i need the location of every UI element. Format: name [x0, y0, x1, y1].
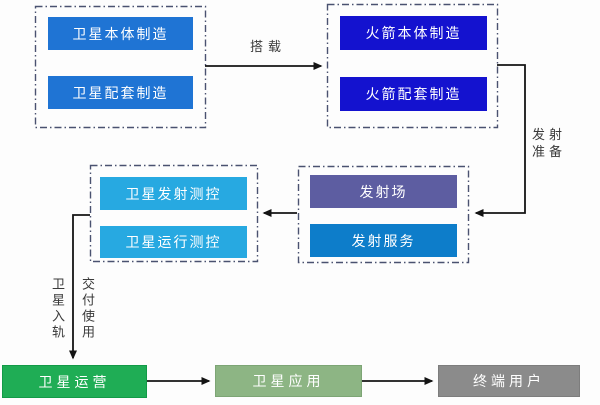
edge-label-orbit-insertion: 卫星入轨 — [50, 277, 65, 341]
launch-prep-arrow — [474, 64, 526, 217]
node-satellite-support-manufacturing: 卫星配套制造 — [48, 76, 193, 109]
node-end-user: 终端用户 — [438, 365, 580, 397]
node-launch-site: 发射场 — [310, 175, 457, 208]
node-rocket-body-manufacturing: 火箭本体制造 — [340, 16, 487, 50]
edge-label-delivery: 交付使用 — [80, 277, 95, 341]
node-satellite-launch-ttc: 卫星发射测控 — [100, 177, 247, 210]
launch-group-border — [297, 165, 470, 264]
node-satellite-body-manufacturing: 卫星本体制造 — [48, 17, 193, 50]
node-satellite-application: 卫星应用 — [215, 365, 362, 397]
ttc-to-operation-arrow — [69, 214, 90, 360]
ttc-group-border — [89, 164, 259, 263]
edge-label-launch-prep: 发射 准备 — [532, 127, 567, 159]
node-satellite-operation-ttc: 卫星运行测控 — [100, 226, 247, 258]
node-rocket-support-manufacturing: 火箭配套制造 — [340, 77, 487, 111]
rocket-mfg-group-border — [326, 3, 499, 129]
edge-label-carry: 搭载 — [250, 39, 287, 54]
node-satellite-operation: 卫星运营 — [2, 365, 147, 398]
node-launch-service: 发射服务 — [310, 224, 457, 257]
